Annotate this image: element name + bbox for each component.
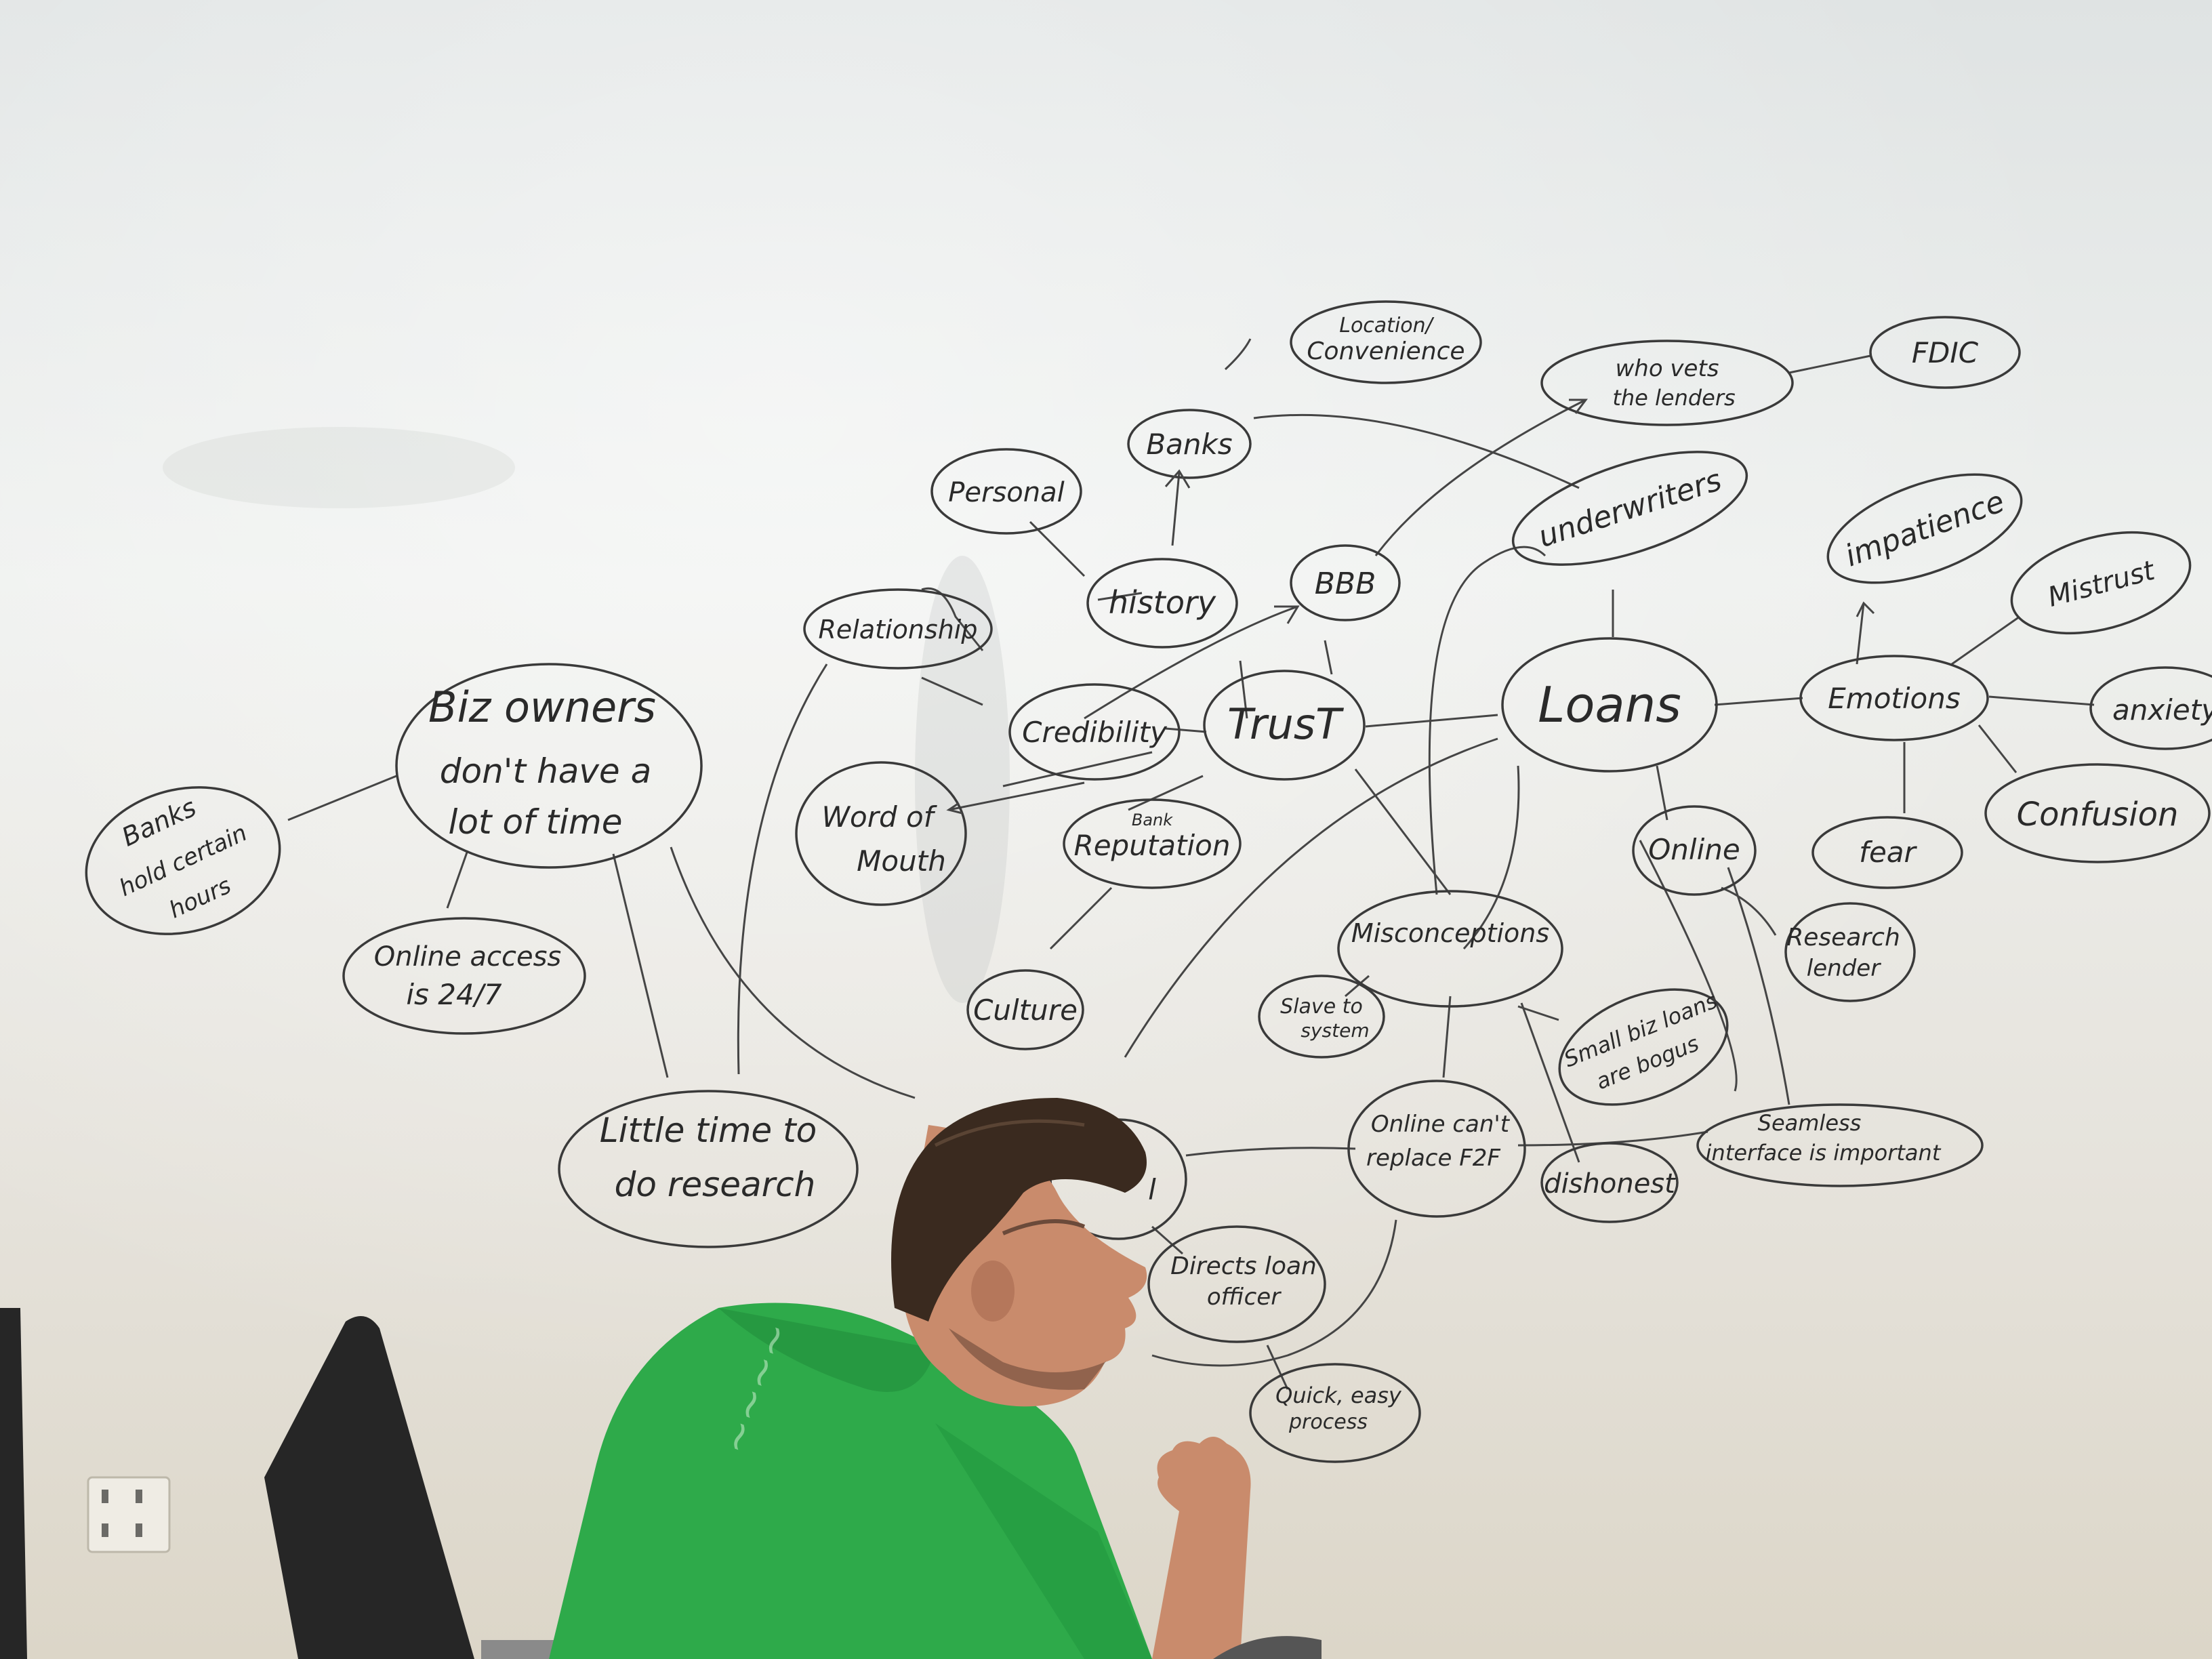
svg-text:is 24/7: is 24/7 (406, 978, 501, 1011)
erase-smudge (163, 427, 515, 508)
svg-text:FDIC: FDIC (1912, 336, 1979, 369)
svg-text:Confusion: Confusion (2017, 796, 2179, 834)
node-history: history (1086, 558, 1238, 649)
node-online-access: Online access is 24/7 (342, 917, 586, 1035)
node-online: Online (1632, 805, 1757, 896)
svg-text:Loans: Loans (1538, 676, 1681, 733)
svg-text:who vets: who vets (1615, 355, 1719, 382)
node-anxiety: anxiety (2089, 666, 2212, 750)
node-misconceptions: Misconceptions (1337, 890, 1563, 1008)
svg-text:fear: fear (1859, 836, 1917, 869)
node-personal: Personal (930, 448, 1082, 535)
node-fdic: FDIC (1869, 316, 2021, 389)
svg-text:Location/: Location/ (1339, 314, 1434, 337)
node-who-vets: who vets the lenders (1540, 340, 1794, 426)
svg-text:system: system (1300, 1019, 1369, 1042)
svg-text:Little time to: Little time to (600, 1111, 817, 1150)
svg-text:do research: do research (615, 1165, 816, 1204)
svg-text:l: l (1148, 1173, 1156, 1206)
svg-text:Research: Research (1786, 924, 1900, 951)
node-bbb: BBB (1290, 544, 1401, 621)
svg-text:Reputation: Reputation (1074, 829, 1231, 862)
person: ~~~~ (549, 1098, 1322, 1659)
node-research-lender: Research lender (1784, 902, 1916, 1002)
node-slave-system: Slave to system (1258, 975, 1385, 1059)
svg-text:Relationship: Relationship (819, 615, 978, 644)
svg-text:TrusT: TrusT (1227, 699, 1344, 749)
node-culture: Culture (966, 969, 1084, 1050)
node-directs-loan: Directs loan officer (1147, 1225, 1326, 1343)
raised-hand (1152, 1437, 1251, 1659)
node-location-convenience: Location/ Convenience (1290, 300, 1482, 384)
svg-text:BBB: BBB (1315, 567, 1376, 601)
svg-text:Misconceptions: Misconceptions (1351, 918, 1549, 948)
node-bank-reputation: Bank Reputation (1063, 798, 1242, 889)
svg-text:Credibility: Credibility (1022, 716, 1168, 749)
svg-text:history: history (1109, 584, 1216, 621)
node-fear: fear (1811, 816, 1963, 889)
svg-text:Convenience: Convenience (1307, 337, 1465, 365)
svg-text:Bank: Bank (1132, 811, 1173, 830)
svg-text:Seamless: Seamless (1758, 1110, 1862, 1136)
svg-text:don't have a: don't have a (440, 752, 651, 791)
svg-text:the lenders: the lenders (1612, 385, 1735, 411)
svg-text:Culture: Culture (973, 994, 1078, 1027)
ear (971, 1261, 1015, 1322)
svg-text:process: process (1288, 1410, 1368, 1434)
node-banks: Banks (1127, 409, 1252, 479)
svg-text:anxiety: anxiety (2112, 693, 2212, 726)
erase-smudge (915, 556, 1010, 1003)
node-loans: Loans (1501, 637, 1718, 773)
mindmap-connections (287, 338, 2095, 1390)
arrowheads (946, 398, 1875, 815)
svg-text:lender: lender (1807, 955, 1881, 982)
svg-text:Mouth: Mouth (857, 844, 946, 878)
svg-text:Emotions: Emotions (1828, 682, 1960, 715)
svg-text:officer: officer (1207, 1284, 1282, 1311)
svg-text:Online: Online (1648, 833, 1740, 866)
svg-text:Slave to: Slave to (1280, 995, 1363, 1019)
svg-text:interface is important: interface is important (1706, 1140, 1942, 1166)
node-trust: TrusT (1203, 670, 1366, 781)
svg-text:Banks: Banks (1146, 428, 1232, 461)
node-dishonest: dishonest (1540, 1142, 1679, 1223)
office-chair (0, 1308, 556, 1659)
svg-text:lot of time: lot of time (448, 802, 622, 842)
svg-text:Biz owners: Biz owners (428, 682, 656, 732)
svg-text:dishonest: dishonest (1544, 1168, 1676, 1200)
node-biz-owners: Biz owners don't have a lot of time (395, 663, 703, 869)
svg-text:Directs loan: Directs loan (1170, 1252, 1317, 1280)
node-little-time: Little time to do research (558, 1090, 859, 1248)
svg-text:Word of: Word of (822, 800, 938, 834)
svg-text:Online access: Online access (374, 941, 562, 972)
node-relationship: Relationship (803, 588, 993, 670)
svg-text:replace F2F: replace F2F (1366, 1145, 1500, 1172)
node-emotions: Emotions (1799, 655, 1989, 741)
wall-outlet (87, 1476, 171, 1553)
svg-text:Personal: Personal (948, 477, 1064, 508)
hair (891, 1098, 1147, 1322)
node-credibility: Credibility (1008, 683, 1181, 781)
node-word-of-mouth: Word of Mouth (795, 761, 967, 906)
node-online-cant: Online can't replace F2F (1347, 1080, 1526, 1218)
node-confusion: Confusion (1984, 763, 2211, 863)
node-seamless: Seamless interface is important (1696, 1103, 1984, 1187)
node-quick-easy: Quick, easy process (1249, 1363, 1421, 1463)
svg-text:Online can't: Online can't (1371, 1111, 1511, 1138)
svg-text:Quick, easy: Quick, easy (1275, 1382, 1402, 1408)
